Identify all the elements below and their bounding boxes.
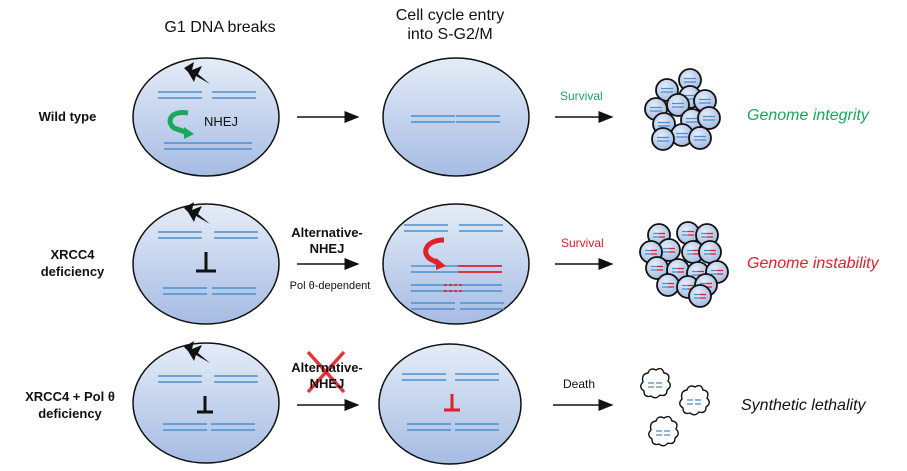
row-label-xrcc4-line2: deficiency bbox=[40, 264, 105, 279]
row-xrcc4-deficiency bbox=[132, 202, 729, 325]
row-wild-type bbox=[132, 57, 721, 177]
inhibition-icon bbox=[197, 396, 213, 414]
column-title-g1-breaks: G1 DNA breaks bbox=[164, 19, 276, 36]
pathway-label-alt-nhej-blocked-line2: NHEJ bbox=[309, 376, 345, 391]
repair-arrow-green-icon bbox=[167, 110, 189, 136]
blocked-pathway-x-icon bbox=[306, 350, 346, 394]
repair-label-nhej: NHEJ bbox=[204, 114, 238, 129]
inhibition-icon bbox=[196, 252, 216, 273]
cell-sg2m-wildtype bbox=[382, 57, 530, 177]
outcome-genome-instability: Genome instability bbox=[747, 255, 879, 272]
row-xrcc4-polq-deficiency bbox=[132, 341, 710, 465]
pathway-note-pol-theta: Pol θ-dependent bbox=[289, 280, 371, 292]
inhibition-red-icon bbox=[444, 394, 460, 412]
column-title-cell-cycle-line1: Cell cycle entry bbox=[395, 7, 505, 24]
pathway-label-alt-nhej-line1: Alternative- bbox=[291, 225, 363, 240]
row-label-xrcc4-polq-line2: deficiency bbox=[38, 406, 102, 421]
repair-arrowhead-red-icon bbox=[436, 258, 446, 270]
cell-g1-wildtype bbox=[132, 57, 280, 177]
outcome-genome-integrity: Genome integrity bbox=[747, 107, 869, 124]
column-title-cell-cycle-line2: into S-G2/M bbox=[407, 26, 493, 43]
row-label-xrcc4-polq-line1: XRCC4 + Pol θ bbox=[25, 389, 115, 404]
fate-label-death: Death bbox=[563, 377, 596, 391]
dead-cells bbox=[640, 367, 710, 447]
repair-arrowhead-green-icon bbox=[184, 127, 194, 139]
cell-sg2m-xrcc4-polq bbox=[378, 343, 522, 465]
pathway-label-alt-nhej-line2: NHEJ bbox=[309, 241, 345, 256]
row-label-wild-type: Wild type bbox=[38, 109, 97, 124]
repair-arrow-red-icon bbox=[423, 237, 445, 267]
outcome-synthetic-lethality: Synthetic lethality bbox=[741, 397, 866, 414]
fate-label-survival: Survival bbox=[561, 236, 604, 250]
fate-label-survival: Survival bbox=[560, 89, 603, 103]
surviving-cell-colony bbox=[644, 68, 721, 151]
pathway-label-alt-nhej-blocked-line1: Alternative- bbox=[291, 360, 363, 375]
unstable-cell-colony bbox=[639, 221, 729, 308]
cell-sg2m-xrcc4 bbox=[382, 203, 530, 325]
row-label-xrcc4-line1: XRCC4 bbox=[50, 247, 95, 262]
